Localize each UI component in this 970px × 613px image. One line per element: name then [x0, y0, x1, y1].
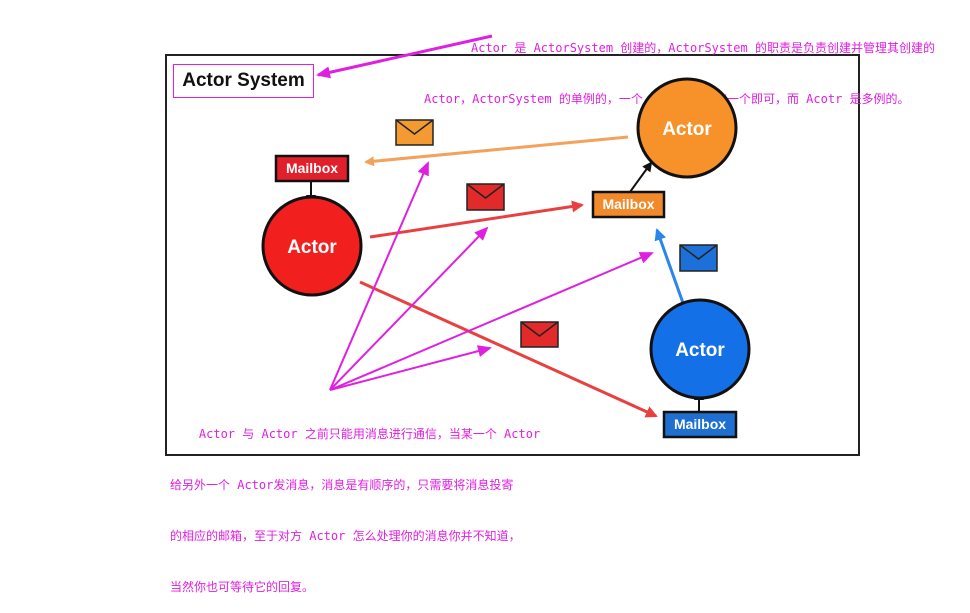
mailbox-blue-label: Mailbox — [674, 416, 726, 432]
pointer-to-red-envelope-bottom — [329, 345, 492, 391]
actor-orange: Actor — [636, 77, 738, 179]
actor-system-title: Actor System — [173, 64, 314, 98]
pointer-to-red-envelope-top — [329, 226, 489, 391]
bottom-annotation-line-1: Actor 与 Actor 之前只能用消息进行通信，当某一个 Actor — [170, 427, 541, 441]
actor-orange-label: Actor — [662, 119, 712, 140]
actor-system-frame — [165, 54, 860, 456]
bottom-annotation-pointers — [329, 161, 654, 391]
envelope-icon — [520, 321, 559, 348]
mailbox-red-label: Mailbox — [286, 160, 338, 176]
top-annotation-pointer — [316, 34, 493, 79]
mailbox-blue: Mailbox — [662, 410, 738, 439]
mailbox-arrow-orange — [629, 161, 653, 193]
envelope-icon — [395, 119, 434, 146]
mailbox-orange-label: Mailbox — [602, 196, 654, 212]
message-arrow-red-to-blue-mailbox — [359, 280, 658, 418]
bottom-annotation-line-3: 的相应的邮箱，至于对方 Actor 怎么处理你的消息你并不知道， — [170, 529, 521, 543]
actor-blue-label: Actor — [675, 340, 725, 361]
message-arrow-red-to-orange-mailbox — [369, 200, 584, 239]
actor-blue: Actor — [649, 298, 751, 400]
bottom-annotation: Actor 与 Actor 之前只能用消息进行通信，当某一个 Actor 给另外… — [170, 392, 540, 613]
top-annotation-line-1: Actor 是 ActorSystem 创建的，ActorSystem 的职责是… — [471, 41, 935, 55]
message-arrow-orange — [364, 135, 629, 167]
actor-diagram: Actor Actor Actor Mailbox Mailbox Mailbo… — [261, 34, 751, 439]
mailbox-red: Mailbox — [274, 154, 350, 183]
envelope-icon — [679, 244, 718, 272]
mailbox-orange: Mailbox — [591, 190, 666, 219]
pointer-to-blue-envelope — [329, 252, 654, 391]
actor-red-label: Actor — [287, 237, 337, 258]
envelope-icon — [466, 183, 505, 211]
message-arrow-blue — [654, 228, 685, 304]
actor-red: Actor — [261, 195, 363, 297]
pointer-to-orange-envelope — [329, 161, 429, 391]
bottom-annotation-line-2: 给另外一个 Actor发消息，消息是有顺序的，只需要将消息投寄 — [170, 478, 514, 492]
bottom-annotation-line-4: 当然你也可等待它的回复。 — [170, 580, 315, 594]
